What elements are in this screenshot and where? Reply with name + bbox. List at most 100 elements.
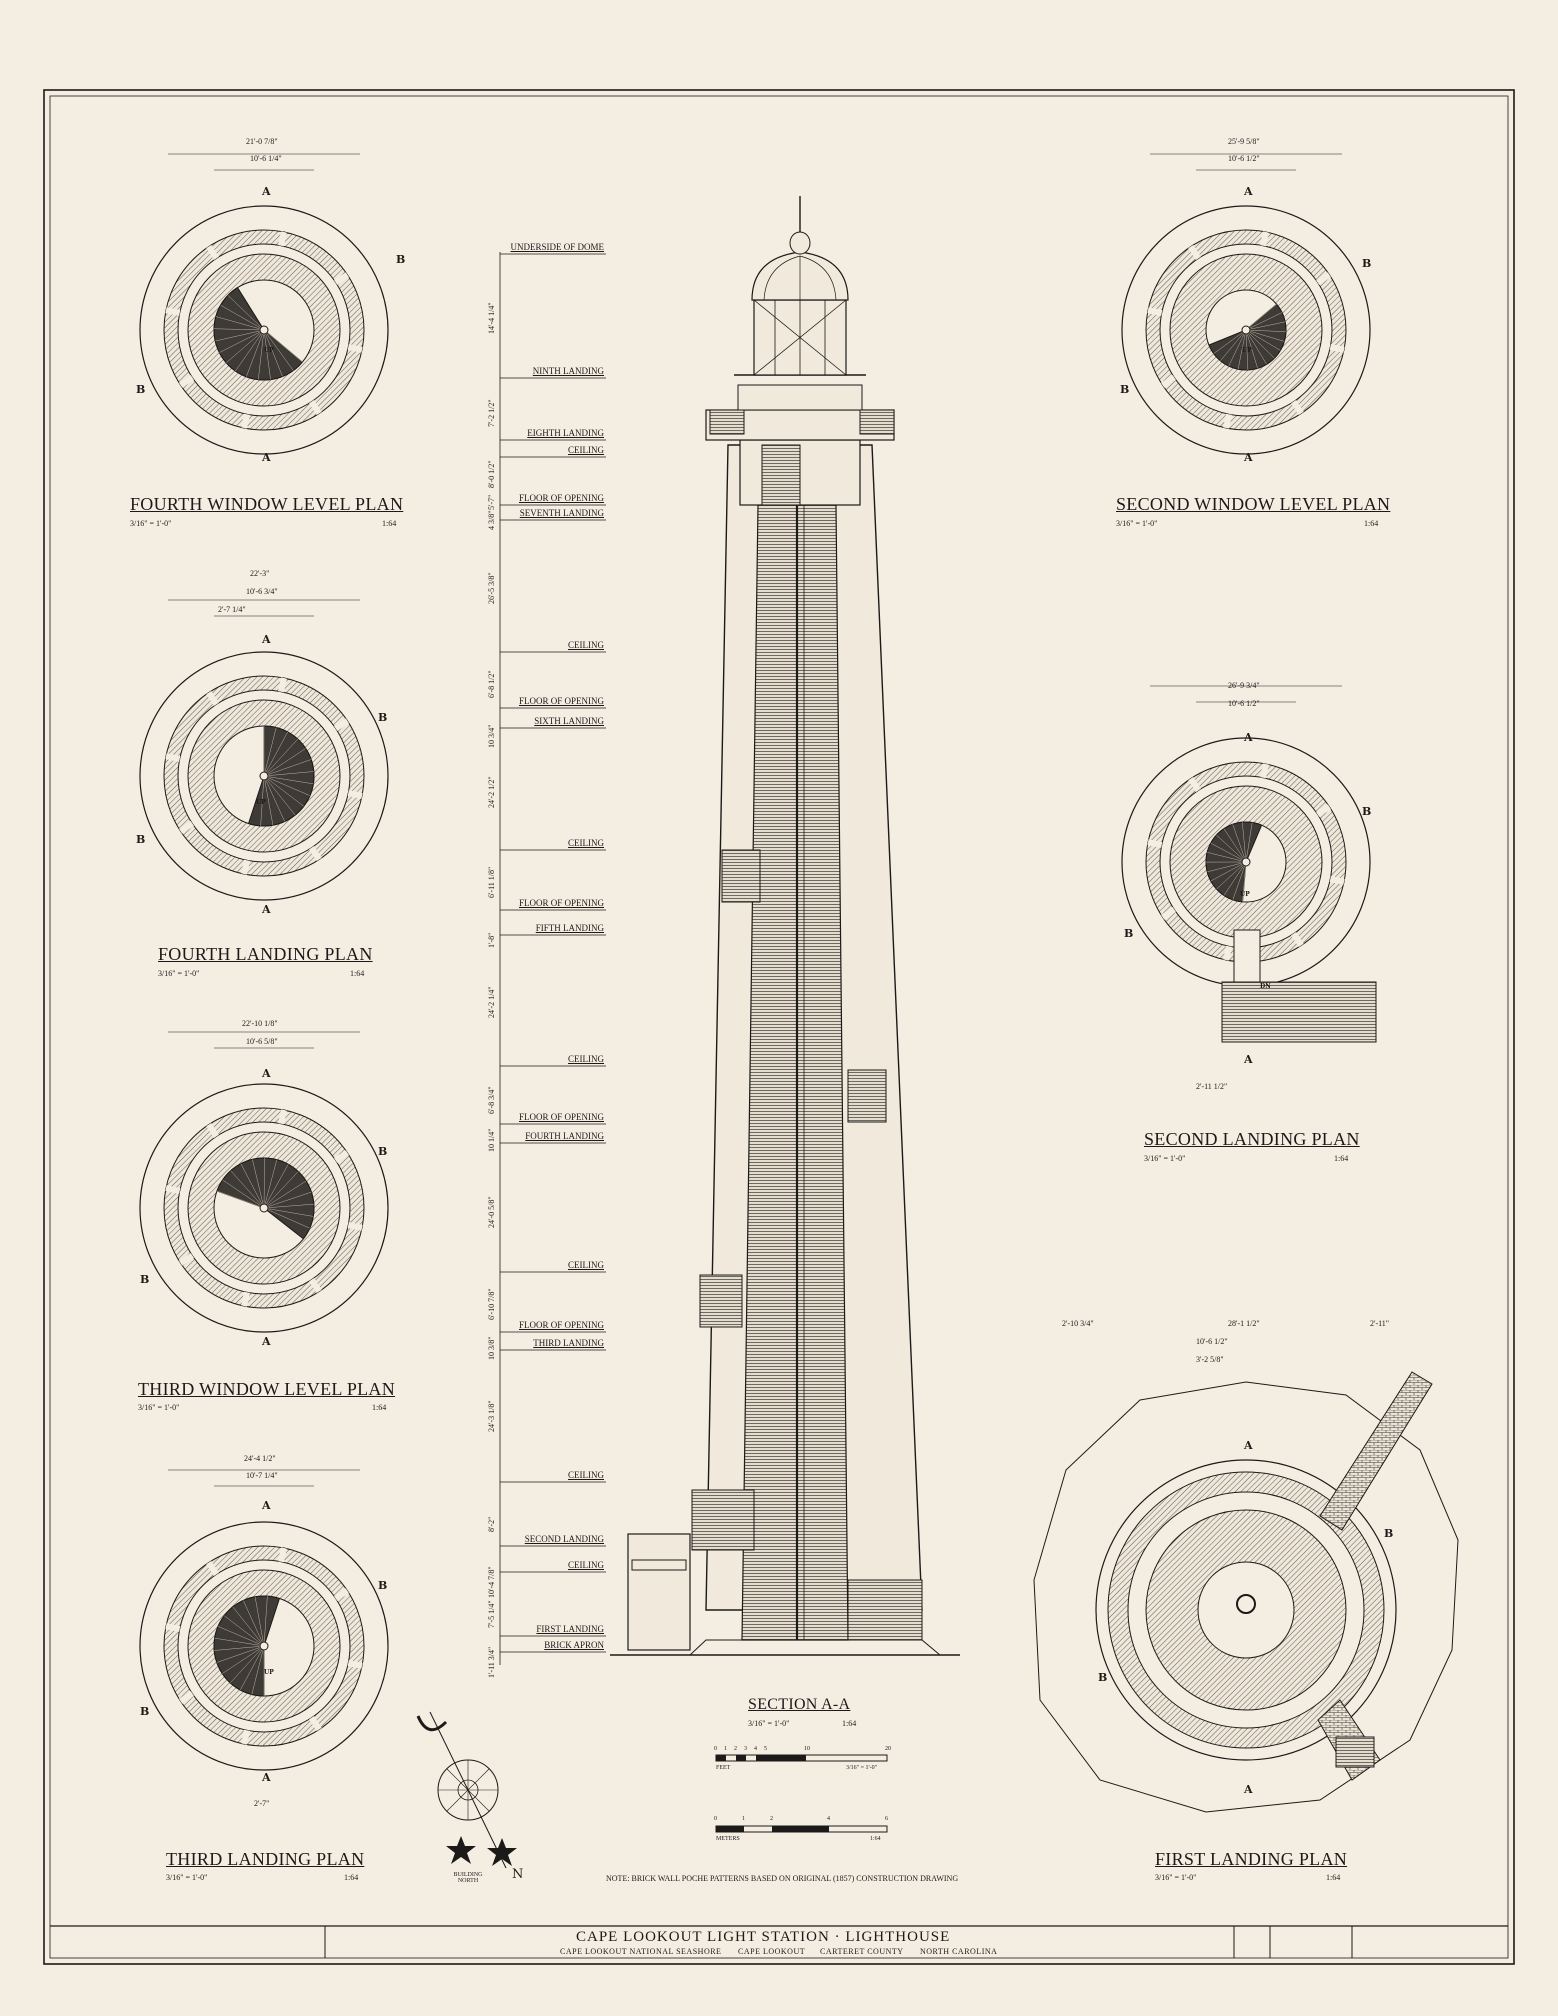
level-label: CEILING [568, 640, 604, 650]
section-dim: 24'-0 5/8" [487, 1196, 496, 1228]
level-label: SEVENTH LANDING [519, 508, 604, 518]
section-mark-a: A [262, 1499, 271, 1512]
level-label: FOURTH LANDING [525, 1131, 604, 1141]
scale-meters-tick: 4 [827, 1816, 830, 1822]
scale-feet-tick: 1 [724, 1746, 727, 1752]
dim-fourth-landing-extra: 2'-7 1/4" [218, 605, 246, 614]
plan-fourth-landing [139, 599, 389, 901]
section-dim: 6'-11 1/8" [487, 866, 496, 898]
scale-feet-tick: 3 [744, 1746, 747, 1752]
note: NOTE: BRICK WALL POCHE PATTERNS BASED ON… [606, 1874, 959, 1883]
section-mark-b: B [378, 1579, 388, 1592]
section-dim: 6'-10 7/8" [487, 1288, 496, 1320]
section-mark-b: B [1120, 383, 1130, 396]
scale-feet-tick: 5 [764, 1746, 767, 1752]
section-mark-a: A [1244, 731, 1253, 744]
title-block-sub4: NORTH CAROLINA [920, 1947, 998, 1956]
level-label: CEILING [568, 1560, 604, 1570]
plan-ratio-first-landing: 1:64 [1326, 1873, 1341, 1882]
section-dim: 4 3/8" [487, 510, 496, 531]
section-dim: 14'-4 1/4" [487, 302, 496, 334]
dim-second-landing-inner: 10'-6 1/2" [1228, 699, 1260, 708]
section-mark-b: B [140, 1705, 150, 1718]
section-mark-b: B [136, 833, 146, 846]
section-ratio: 1:64 [842, 1719, 857, 1728]
dim-second-landing-extra: 2'-11 1/2" [1196, 1082, 1228, 1091]
plan-scale-third-window: 3/16" = 1'-0" [138, 1403, 180, 1412]
section-dim: 1'-8" [487, 932, 496, 948]
level-label: CEILING [568, 1470, 604, 1480]
level-label: UNDERSIDE OF DOME [510, 242, 604, 252]
section-mark-a: A [262, 185, 271, 198]
section-mark-b: B [140, 1273, 150, 1286]
dim-fourth-window-inner: 10'-6 1/4" [250, 154, 282, 163]
scale-meters-tick: 2 [770, 1816, 773, 1822]
section-mark-a: A [262, 633, 271, 646]
section-mark-b: B [1362, 257, 1372, 270]
level-label: FLOOR OF OPENING [518, 696, 604, 706]
section-dim: 1'-11 3/4" [487, 1646, 496, 1678]
level-label: FIRST LANDING [536, 1624, 604, 1634]
section-mark-a: A [262, 1067, 271, 1080]
first-landing-plan-drawing [1033, 1371, 1459, 1813]
outer-border [43, 89, 1515, 1965]
section-mark-b: B [136, 383, 146, 396]
level-label: FLOOR OF OPENING [518, 1112, 604, 1122]
section-mark-a: A [262, 1771, 271, 1784]
dim-third-landing-outer: 24'-4 1/2" [244, 1454, 276, 1463]
dim-first-landing-outer: 28'-1 1/2" [1228, 1319, 1260, 1328]
plan-scale-fourth-window: 3/16" = 1'-0" [130, 519, 172, 528]
dim-second-window-inner: 10'-6 1/2" [1228, 154, 1260, 163]
section-mark-b: B [1124, 927, 1134, 940]
section-dim: 26'-5 3/8" [487, 572, 496, 604]
lighthouse-section [610, 196, 960, 1656]
level-label: CEILING [568, 1054, 604, 1064]
section-mark-b: B [396, 253, 406, 266]
north-arrow [416, 1711, 517, 1869]
plan-title-third-window: THIRD WINDOW LEVEL PLAN [138, 1379, 396, 1399]
dim-fourth-landing-inner: 10'-6 3/4" [246, 587, 278, 596]
dim-first-landing-core: 3'-2 5/8" [1196, 1355, 1224, 1364]
plan-title-fourth-window: FOURTH WINDOW LEVEL PLAN [130, 494, 404, 514]
section-dim: 6'-8 1/2" [487, 670, 496, 698]
plan-ratio-fourth-window: 1:64 [382, 519, 397, 528]
level-label: THIRD LANDING [533, 1338, 604, 1348]
dim-second-landing-outer: 26'-9 3/4" [1228, 681, 1260, 690]
level-label: CEILING [568, 838, 604, 848]
scale-feet-tick: 4 [754, 1746, 757, 1752]
plan-ratio-second-window: 1:64 [1364, 519, 1379, 528]
level-label: SIXTH LANDING [534, 716, 604, 726]
plan-ratio-second-landing: 1:64 [1334, 1154, 1349, 1163]
level-label: CEILING [568, 445, 604, 455]
section-mark-up: UP [256, 799, 266, 806]
section-mark-b: B [378, 1145, 388, 1158]
level-label: NINTH LANDING [532, 366, 604, 376]
plan-title-first-landing: FIRST LANDING PLAN [1155, 1849, 1348, 1869]
scale-meters-label: METERS [716, 1836, 740, 1842]
dim-third-landing-inner: 10'-7 1/4" [246, 1471, 278, 1480]
section-dim: 7'-2 1/2" [487, 399, 496, 427]
section-mark-b: B [378, 711, 388, 724]
title-block-sub1: CAPE LOOKOUT NATIONAL SEASHORE [560, 1947, 722, 1956]
dim-second-window-outer: 25'-9 5/8" [1228, 137, 1260, 146]
section-mark-b: B [1384, 1527, 1394, 1540]
level-label: SECOND LANDING [524, 1534, 604, 1544]
plan-title-second-window: SECOND WINDOW LEVEL PLAN [1116, 494, 1391, 514]
scale-feet-tick: 0 [714, 1746, 717, 1752]
plan-second-landing [1121, 685, 1371, 987]
dim-third-window-inner: 10'-6 5/8" [246, 1037, 278, 1046]
section-mark-b: B [1362, 805, 1372, 818]
section-dim: 6'-8 3/4" [487, 1086, 496, 1114]
level-label: CEILING [568, 1260, 604, 1270]
scale-feet-tick: 10 [804, 1746, 810, 1752]
building-north-label: BUILDING NORTH [453, 1872, 483, 1884]
dim-third-window-outer: 22'-10 1/8" [242, 1019, 278, 1028]
section-mark-a: A [262, 451, 271, 464]
dim-fourth-landing-outer: 22'-3" [250, 569, 270, 578]
dim-first-landing-right: 2'-11" [1370, 1319, 1390, 1328]
north-n-label: N [512, 1867, 524, 1882]
dim-first-landing-inner: 10'-6 1/2" [1196, 1337, 1228, 1346]
scale-feet-tick: 20 [885, 1746, 891, 1752]
section-scale: 3/16" = 1'-0" [748, 1719, 790, 1728]
level-label: FIFTH LANDING [535, 923, 604, 933]
